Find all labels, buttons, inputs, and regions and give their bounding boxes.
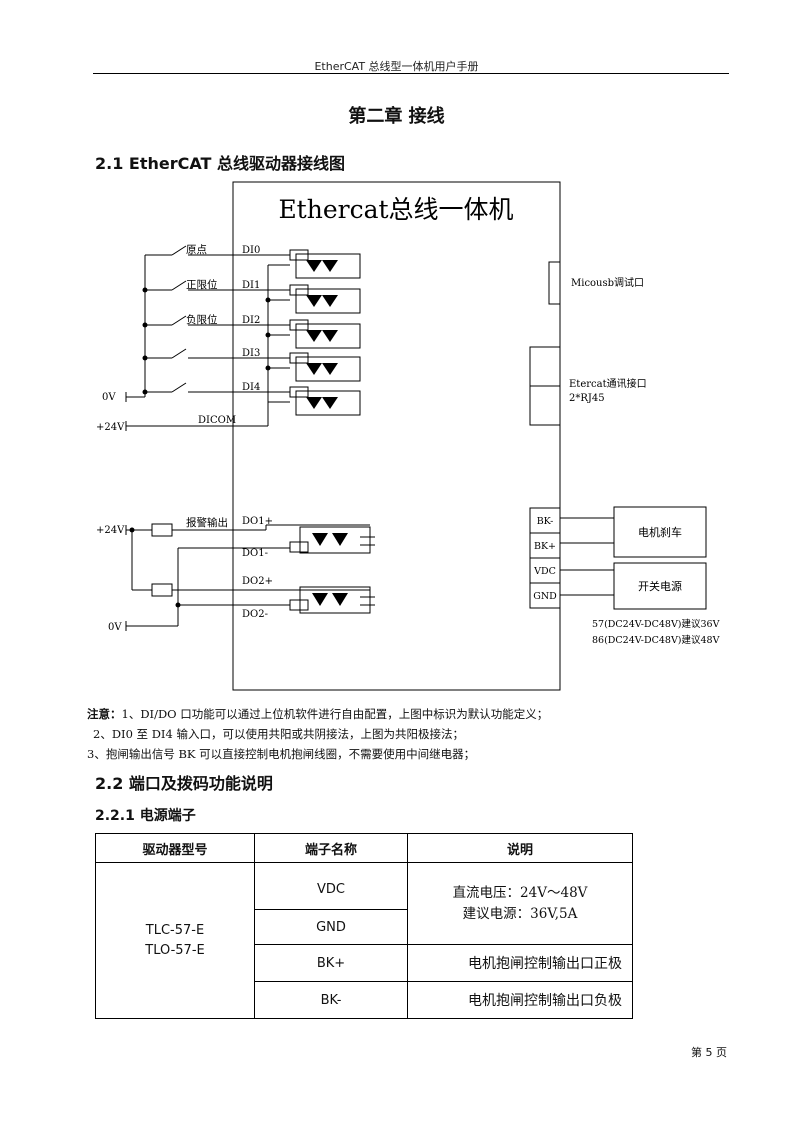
note-line-1: 注意：1、DI/DO 口功能可以通过上位机软件进行自由配置，上图中标识为默认功能… bbox=[87, 704, 548, 724]
header-rule bbox=[93, 73, 729, 74]
model-name-1: TLC-57-E bbox=[145, 922, 205, 938]
label-power-supply: 开关电源 bbox=[638, 579, 682, 593]
note-1-text: 1、DI/DO 口功能可以通过上位机软件进行自由配置，上图中标识为默认功能定义； bbox=[121, 707, 549, 721]
table-row: BK- 电机抱闸控制输出口负极 bbox=[96, 981, 633, 1019]
power-desc-1: 直流电压：24V～48V bbox=[452, 884, 588, 901]
pin-do2-plus: DO2+ bbox=[242, 576, 273, 587]
note-line-2: 2、DI0 至 DI4 输入口，可以使用共阳或共阴接法，上图为共阳极接法； bbox=[93, 727, 464, 741]
label-micro-usb: Micousb调试口 bbox=[571, 276, 644, 289]
model-name-2: TLO-57-E bbox=[145, 942, 205, 958]
section-2-2-1-title: 2.2.1 电源端子 bbox=[95, 808, 196, 824]
table-header-row: 驱动器型号 端子名称 说明 bbox=[95, 833, 633, 863]
pin-di2: DI2 bbox=[242, 315, 260, 326]
wiring-diagram: Ethercat总线一体机 原点 正限位 负限位 DI0 DI1 DI2 DI3… bbox=[96, 181, 720, 691]
col-terminal: 端子名称 bbox=[254, 833, 408, 863]
model-cell: TLC-57-E TLO-57-E bbox=[95, 862, 255, 1019]
label-motor-brake: 电机刹车 bbox=[638, 525, 682, 539]
psu-note-57: 57(DC24V-DC48V)建议36V bbox=[592, 618, 720, 630]
col-model: 驱动器型号 bbox=[95, 833, 255, 863]
label-24v-input: +24V bbox=[96, 422, 125, 433]
label-dicom: DICOM bbox=[198, 415, 236, 426]
table-row: GND bbox=[96, 909, 633, 945]
pin-do2-minus: DO2- bbox=[242, 609, 268, 620]
pin-do1-plus: DO1+ bbox=[242, 516, 273, 527]
col-description: 说明 bbox=[407, 833, 633, 863]
label-0v-output: 0V bbox=[108, 622, 122, 633]
table-row: BK+ 电机抱闸控制输出口正极 bbox=[96, 944, 633, 982]
terminal-gnd-cell: GND bbox=[254, 909, 408, 945]
terminal-gnd: GND bbox=[533, 591, 557, 602]
input-label-1: 正限位 bbox=[186, 278, 218, 291]
chapter-title: 第二章 接线 bbox=[348, 106, 445, 127]
bk-plus-desc: 电机抱闸控制输出口正极 bbox=[407, 944, 633, 982]
unit-title: Ethercat总线一体机 bbox=[278, 195, 513, 224]
terminal-bk-minus-cell: BK- bbox=[254, 981, 408, 1019]
psu-note-86: 86(DC24V-DC48V)建议48V bbox=[592, 634, 720, 646]
terminal-bk-plus-cell: BK+ bbox=[254, 944, 408, 982]
power-desc-2: 建议电源：36V,5A bbox=[462, 905, 578, 922]
label-24v-output: +24V bbox=[96, 525, 125, 536]
power-terminal-table: 驱动器型号 端子名称 说明 TLC-57-E TLO-57-E VDC 直流电压… bbox=[95, 833, 633, 1019]
running-header: EtherCAT 总线型一体机用户手册 bbox=[314, 60, 479, 73]
bk-minus-desc: 电机抱闸控制输出口负极 bbox=[407, 981, 633, 1019]
label-alarm-output: 报警输出 bbox=[186, 516, 228, 529]
section-2-1-title: 2.1 EtherCAT 总线驱动器接线图 bbox=[95, 154, 345, 173]
label-ethercat-port: Etercat通讯接口 bbox=[569, 377, 647, 390]
pin-do1-minus: DO1- bbox=[242, 548, 268, 559]
terminal-vdc: VDC bbox=[533, 566, 556, 577]
pin-di1: DI1 bbox=[242, 280, 260, 291]
pin-di4: DI4 bbox=[242, 382, 260, 393]
power-desc-cell: 直流电压：24V～48V 建议电源：36V,5A bbox=[407, 862, 633, 945]
pin-di0: DI0 bbox=[242, 245, 260, 256]
note-prefix: 注意： bbox=[87, 707, 122, 721]
note-line-3: 3、抱闸输出信号 BK 可以直接控制电机抱闸线圈，不需要使用中间继电器； bbox=[87, 747, 476, 761]
terminal-bk-minus: BK- bbox=[537, 516, 554, 527]
table-row: TLC-57-E TLO-57-E VDC 直流电压：24V～48V 建议电源：… bbox=[95, 862, 633, 1019]
section-2-2-title: 2.2 端口及拨码功能说明 bbox=[95, 774, 273, 793]
input-optocouplers bbox=[289, 249, 361, 416]
label-rj45: 2*RJ45 bbox=[569, 393, 605, 404]
terminal-vdc-cell: VDC bbox=[254, 862, 408, 910]
page-number: 第 5 页 bbox=[691, 1046, 727, 1059]
input-label-0: 原点 bbox=[186, 244, 207, 256]
terminal-bk-plus: BK+ bbox=[534, 541, 556, 552]
input-label-2: 负限位 bbox=[186, 313, 218, 326]
pin-di3: DI3 bbox=[242, 348, 260, 359]
label-0v-input: 0V bbox=[102, 392, 116, 403]
